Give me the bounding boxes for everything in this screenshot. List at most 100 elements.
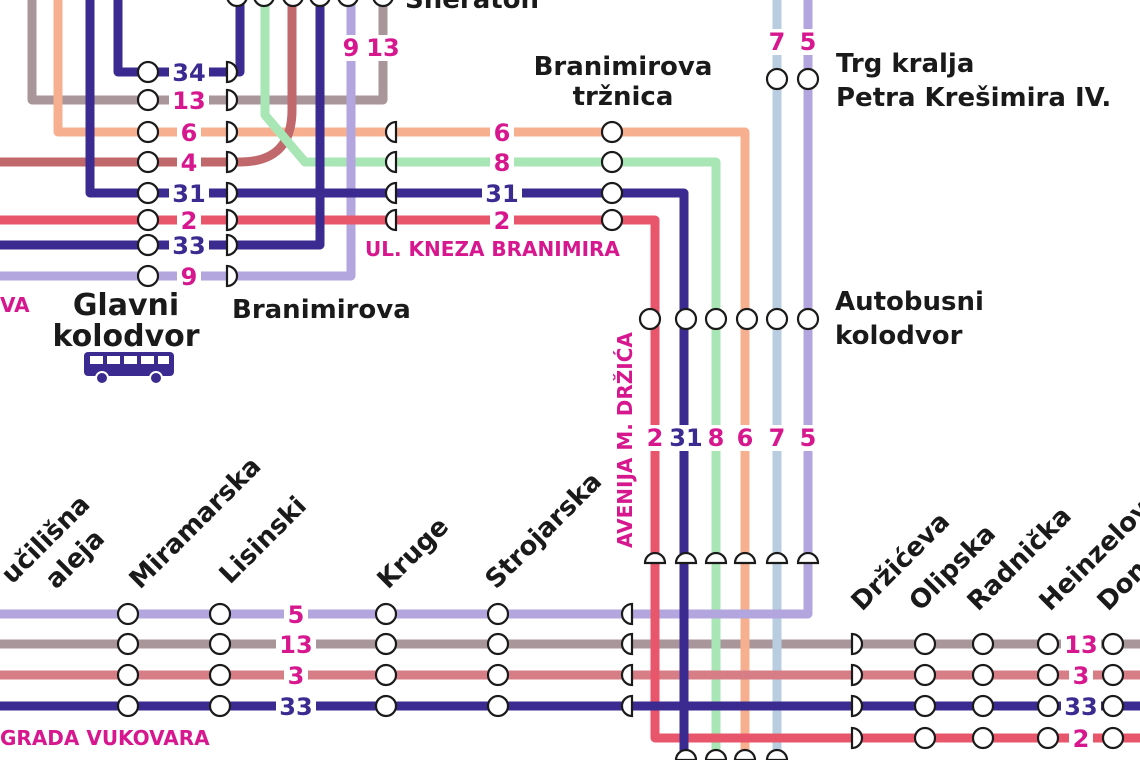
stop-olipska	[913, 726, 937, 750]
route-line-33-top	[0, 0, 325, 250]
stop-glavni-kolodvor	[136, 120, 160, 144]
line-label-bg	[490, 120, 514, 146]
stop-radnicka	[971, 663, 995, 687]
stop-sheraton	[226, 0, 248, 8]
stop-don	[1101, 726, 1125, 750]
line-label-bg	[733, 425, 757, 451]
line-label-bg	[1069, 726, 1093, 752]
stop-heinzelova	[1036, 632, 1060, 656]
line-label-bg	[177, 208, 201, 234]
line-label-34: 34	[172, 59, 205, 87]
stop-bottom	[704, 748, 728, 760]
station-trg-kralja-line1: Trg kralja	[836, 49, 974, 79]
stop-autobusni-kolodvor	[704, 307, 728, 331]
street-left-cut: VA	[0, 293, 30, 317]
stop-drzica-south	[765, 551, 789, 565]
stop-drziceva	[850, 632, 864, 656]
stop-bottom	[765, 748, 789, 760]
line-label-33-east: 33	[1064, 693, 1097, 721]
line-label-31: 31	[172, 180, 205, 208]
stop-branimirova	[225, 181, 239, 205]
stop-drziceva	[850, 663, 864, 687]
line-label-7-drzica: 7	[769, 424, 786, 452]
line-label-bg	[1069, 663, 1093, 689]
stop-strojarska-east	[620, 694, 634, 718]
stop-glavni-kolodvor	[136, 60, 160, 84]
stop-radnicka	[971, 632, 995, 656]
stop-don	[1101, 663, 1125, 687]
stop-drzica-south	[674, 551, 698, 565]
line-label-5-drzica: 5	[800, 424, 817, 452]
stop-sheraton	[282, 0, 304, 8]
line-label-13-east: 13	[1064, 631, 1097, 659]
street-kneza-branimira: UL. KNEZA BRANIMIRA	[365, 237, 620, 261]
stop-strojarska	[486, 632, 510, 656]
stop-autobusni-kolodvor	[638, 307, 662, 331]
stop-branimirova-east	[384, 181, 398, 205]
stop-glavni-kolodvor	[136, 233, 160, 257]
stop-branimirova-east	[384, 208, 398, 232]
line-label-bg	[276, 694, 316, 720]
line-label-bg	[490, 150, 514, 176]
line-label-3-east: 3	[1073, 662, 1090, 690]
stop-glavni-kolodvor	[136, 181, 160, 205]
line-label-bg	[796, 425, 820, 451]
stop-drzica-south	[643, 551, 667, 565]
line-label-31: 31	[485, 180, 518, 208]
stop-lisinski	[208, 663, 232, 687]
stop-sheraton	[372, 0, 394, 8]
line-label-bg	[482, 181, 522, 207]
stop-strojarska-east	[620, 602, 634, 626]
line-label-9-top: 9	[343, 34, 360, 62]
route-line-5	[0, 0, 813, 619]
stop-drziceva	[850, 694, 864, 718]
stop-branimirova	[225, 120, 239, 144]
stop-branimirova	[225, 150, 239, 174]
line-label-9: 9	[181, 263, 198, 291]
line-label-8-drzica: 8	[708, 424, 725, 452]
stop-lisinski	[208, 602, 232, 626]
stop-lisinski	[208, 694, 232, 718]
stop-kruge	[374, 602, 398, 626]
station-branimirova: Branimirova	[232, 295, 411, 325]
street-drzica: AVENIJA M. DRŽIĆA	[613, 332, 637, 548]
line-label-31-drzica: 31	[669, 424, 702, 452]
stop-strojarska	[486, 694, 510, 718]
line-label-2-drzica: 2	[647, 424, 664, 452]
stop-don	[1101, 694, 1125, 718]
stop-strojarska	[486, 602, 510, 626]
station-autobusni-line1: Autobusni	[835, 287, 984, 317]
stop-drzica-south	[704, 551, 728, 565]
line-label-bg	[169, 233, 209, 259]
line-label-13-top: 13	[366, 34, 399, 62]
route-line-2	[0, 215, 1140, 743]
stop-strojarska	[486, 663, 510, 687]
stop-olipska	[913, 632, 937, 656]
line-label-bg	[177, 120, 201, 146]
station-autobusni-line2: kolodvor	[835, 321, 963, 351]
stop-branimirova	[225, 60, 239, 84]
line-label-bg	[765, 425, 789, 451]
line-label-3-vukovar: 3	[288, 662, 305, 690]
stop-olipska	[913, 663, 937, 687]
line-label-bg	[796, 29, 820, 55]
stop-branimirova	[225, 233, 239, 257]
stop-branimirova	[225, 264, 239, 288]
line-label-bg	[339, 35, 363, 61]
line-label-bg	[666, 425, 706, 451]
line-label-33: 33	[172, 232, 205, 260]
stop-autobusni-kolodvor	[765, 307, 789, 331]
stop-bottom	[674, 748, 698, 760]
line-label-2: 2	[181, 207, 198, 235]
stop-heinzelova	[1036, 726, 1060, 750]
stop-trg-kralja	[765, 67, 789, 91]
stop-strojarska-east	[620, 663, 634, 687]
stop-branimirova-east	[384, 120, 398, 144]
line-label-bg	[284, 663, 308, 689]
stop-radnicka	[971, 694, 995, 718]
line-label-bg	[1061, 694, 1101, 720]
stop-sheraton	[253, 0, 275, 8]
stop-drziceva	[850, 726, 864, 750]
line-label-bg	[169, 88, 209, 114]
